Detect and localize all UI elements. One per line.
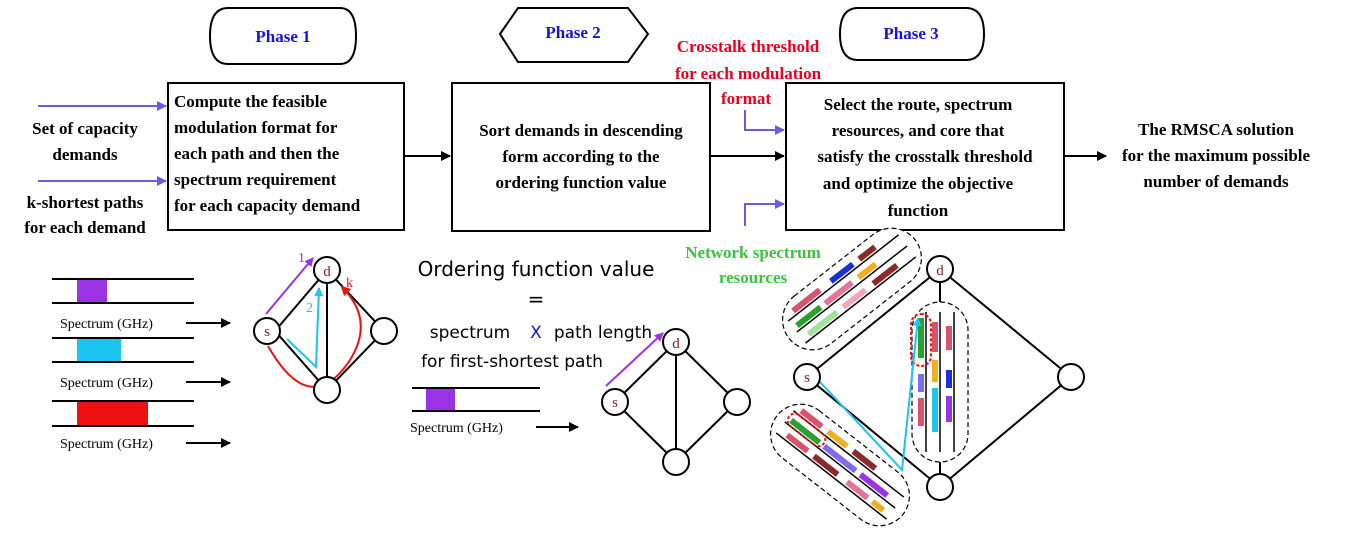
selected-route-arrow: [819, 317, 922, 473]
crosstalk-arrow: [744, 110, 785, 135]
phase-1-line-3: each path and then the: [174, 144, 340, 163]
spectrum-slot-2: Spectrum (GHz): [52, 337, 231, 391]
spectrum-slot-3: Spectrum (GHz): [52, 400, 231, 452]
phase-1-box-text: Compute the feasible modulation format f…: [174, 92, 361, 215]
phase-3-line-4: and optimize the objective: [823, 174, 1014, 193]
ordering-note: for first-shortest path: [421, 352, 603, 372]
spectrum-block-red: [77, 402, 148, 425]
ordering-title: Ordering function value: [418, 257, 655, 281]
phase-3-text: Phase 3: [883, 24, 938, 43]
phase-3-line-1: Select the route, spectrum: [824, 95, 1013, 114]
ordering-term-spectrum: spectrum: [430, 323, 510, 343]
phase-1-line-5: for each capacity demand: [174, 196, 361, 215]
path-1-arrow: [265, 257, 314, 315]
phase-2-label: Phase 2: [498, 7, 650, 63]
network-resources-label: Network spectrum resources: [685, 243, 821, 287]
node-d-phase3-label: d: [936, 263, 944, 279]
fiber-bottom-left: [769, 403, 911, 527]
ordering-times: X: [530, 323, 542, 343]
phase-3-box: [785, 82, 1065, 231]
phase-1-line-1: Compute the feasible: [174, 92, 327, 111]
phase-1-text: Phase 1: [255, 27, 310, 46]
node-bottom-phase3: [926, 473, 954, 501]
crosstalk-line-1: Crosstalk threshold: [677, 37, 820, 56]
output-line-3: number of demands: [1143, 172, 1289, 191]
graph-multicore: d s: [769, 227, 1085, 527]
output-line-1: The RMSCA solution: [1138, 120, 1294, 139]
input-k-line-1: k-shortest paths: [27, 193, 144, 212]
crosstalk-threshold-label: Crosstalk threshold for each modulation …: [675, 37, 822, 108]
node-d: [313, 256, 341, 284]
output-line-2: for the maximum possible: [1122, 146, 1311, 165]
path-2-arrow: [286, 287, 324, 370]
node-right-phase3: [1057, 363, 1085, 391]
node-bottom: [313, 376, 341, 404]
crosstalk-line-2: for each modulation: [675, 64, 822, 83]
spectrum-block-purple-phase2: [426, 389, 455, 410]
input-capacity-line-1: Set of capacity: [32, 119, 138, 138]
graph-shortest-path: d s: [601, 328, 751, 476]
spectrum-label-3: Spectrum (GHz): [60, 437, 153, 452]
node-s-phase3: [793, 363, 821, 391]
spectrum-block-purple: [77, 280, 107, 302]
phase-3-line-5: function: [888, 201, 949, 220]
spectrum-slots-phase1: Spectrum (GHz) Spectrum (GHz) Spectrum (…: [52, 278, 231, 452]
spectrum-block-cyan: [77, 339, 121, 361]
node-s-phase2: [601, 388, 629, 416]
input-k-line-2: for each demand: [24, 218, 146, 237]
node-d-phase2: [662, 328, 690, 356]
crosstalk-line-3: format: [721, 89, 771, 108]
node-d-label: d: [323, 264, 331, 280]
path-1-label: 1: [298, 251, 305, 266]
phase-1-box: [167, 82, 405, 231]
network-resources-arrow: [744, 199, 785, 226]
phase-3-box-text: Select the route, spectrum resources, an…: [817, 95, 1033, 220]
spectrum-label-1: Spectrum (GHz): [60, 317, 153, 332]
node-s-phase3-label: s: [804, 370, 810, 386]
phase-2-box-text: Sort demands in descending form accordin…: [479, 121, 683, 192]
phase-3-label: Phase 3: [838, 7, 986, 61]
network-resources-line-1: Network spectrum: [685, 243, 821, 262]
node-s: [253, 317, 281, 345]
path-2-label: 2: [306, 301, 313, 316]
path-k-arrow: [267, 285, 362, 388]
spectrum-slot-1: Spectrum (GHz): [52, 278, 231, 332]
spectrum-label-2: Spectrum (GHz): [60, 376, 153, 391]
phase-2-text: Phase 2: [545, 23, 600, 42]
phase-2-line-3: ordering function value: [496, 173, 667, 192]
input-capacity-demands: Set of capacity demands: [32, 119, 138, 164]
phase-1-label: Phase 1: [208, 7, 358, 65]
node-right-phase2: [723, 388, 751, 416]
node-right: [370, 317, 398, 345]
graph-k-paths: 1 2 k d s: [253, 251, 398, 404]
phase-1-line-4: spectrum requirement: [174, 170, 337, 189]
path-k-label: k: [346, 276, 353, 291]
ordering-equals: =: [528, 287, 545, 311]
spectrum-label-phase2: Spectrum (GHz): [410, 421, 503, 436]
node-s-label: s: [264, 324, 270, 340]
node-s-phase2-label: s: [612, 395, 618, 411]
phase-2-box: [451, 82, 711, 232]
fiber-vertical: [910, 301, 969, 463]
phase-2-line-1: Sort demands in descending: [479, 121, 683, 140]
ordering-term-path-length: path length: [554, 323, 652, 343]
node-bottom-phase2: [662, 448, 690, 476]
shortest-path-arrow: [605, 332, 664, 387]
phase-1-line-2: modulation format for: [174, 118, 338, 137]
fiber-top-left: [781, 227, 923, 351]
input-k-shortest: k-shortest paths for each demand: [24, 193, 146, 237]
spectrum-slot-phase2: Spectrum (GHz): [410, 387, 579, 436]
node-d-phase3: [926, 255, 954, 283]
phase-3-line-3: satisfy the crosstalk threshold: [817, 147, 1033, 166]
output-label: The RMSCA solution for the maximum possi…: [1122, 120, 1311, 191]
network-resources-line-2: resources: [719, 268, 788, 287]
node-d-phase2-label: d: [672, 336, 680, 352]
input-capacity-line-2: demands: [52, 145, 118, 164]
phase-3-line-2: resources, and core that: [832, 121, 1005, 140]
phase-2-line-2: form according to the: [502, 147, 660, 166]
ordering-function: Ordering function value = spectrum X pat…: [410, 257, 654, 436]
